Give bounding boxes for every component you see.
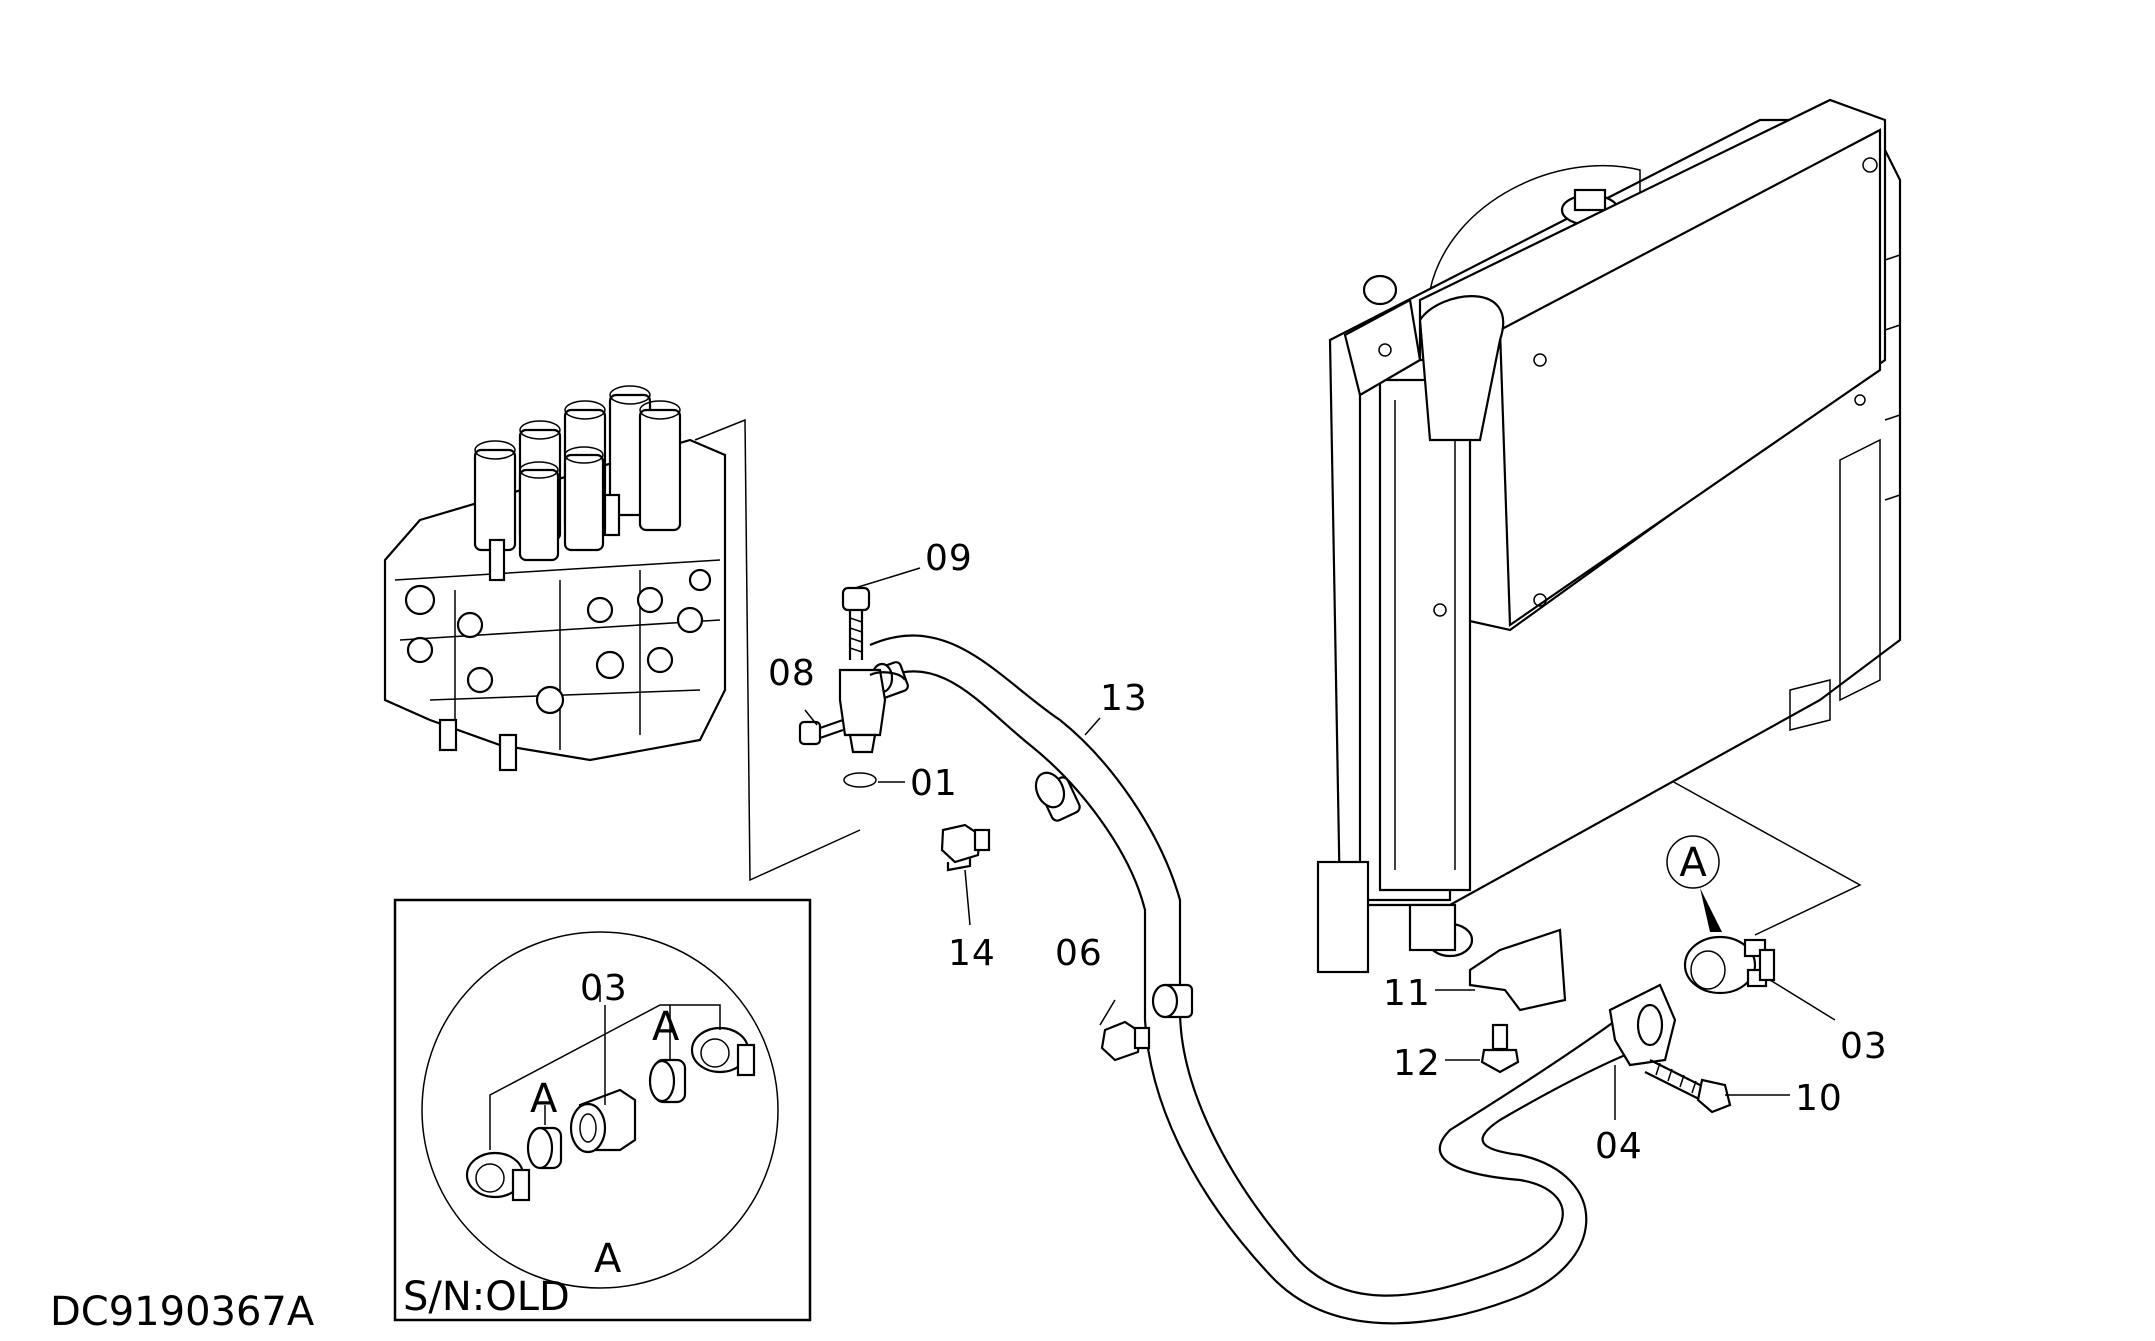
label-04: 04: [1595, 1126, 1643, 1167]
inset-serial-note: S/N:OLD: [403, 1274, 570, 1320]
bolt-10: [1644, 1059, 1732, 1114]
inset-part-label: 03: [580, 968, 628, 1009]
inset-view-label: A: [594, 1236, 622, 1282]
radiator-assembly: [1316, 98, 1902, 974]
bolt-09: [841, 586, 871, 660]
inset-clamp-right: [690, 1026, 756, 1077]
adapter-fitting: [838, 668, 906, 754]
inset-ring-left: [526, 1126, 563, 1170]
plug-14: [940, 823, 991, 872]
callout-a-text: A: [1679, 840, 1707, 886]
label-06: 06: [1055, 933, 1103, 974]
label-11: 11: [1383, 973, 1431, 1014]
label-10: 10: [1795, 1078, 1843, 1119]
clamp-03: [1683, 935, 1776, 995]
inset-pipe: [569, 1088, 637, 1154]
label-08: 08: [768, 653, 816, 694]
control-valve: [383, 385, 727, 772]
label-12: 12: [1393, 1043, 1441, 1084]
projection-lines: [694, 418, 1862, 936]
label-14: 14: [948, 933, 996, 974]
label-01: 01: [910, 763, 958, 804]
label-09: 09: [925, 538, 973, 579]
leader-lines: [804, 567, 1836, 1120]
pipe-04: [1608, 983, 1677, 1067]
bolt-08: [798, 718, 844, 746]
callout-labels: 09 08 01 13 14 06 11 12 03 10 04: [768, 538, 1888, 1167]
label-03: 03: [1840, 1026, 1888, 1067]
plug-06: [1100, 1020, 1151, 1062]
hose-13: [869, 634, 1651, 1325]
inset-detail-box: 03 A A A S/N:OLD: [393, 898, 812, 1322]
bracket-11: [1468, 928, 1567, 1012]
bolt-12: [1480, 1023, 1520, 1074]
drawing-id: DC9190367A: [50, 1289, 315, 1335]
oring-01: [843, 772, 877, 788]
inset-clamp-left: [465, 1151, 531, 1202]
detail-callout-a: A: [1666, 835, 1722, 932]
inset-clamp-label-left: A: [530, 1076, 558, 1122]
inset-clamp-label-right: A: [652, 1004, 680, 1050]
label-13: 13: [1100, 678, 1148, 719]
inset-ring-right: [648, 1058, 687, 1104]
